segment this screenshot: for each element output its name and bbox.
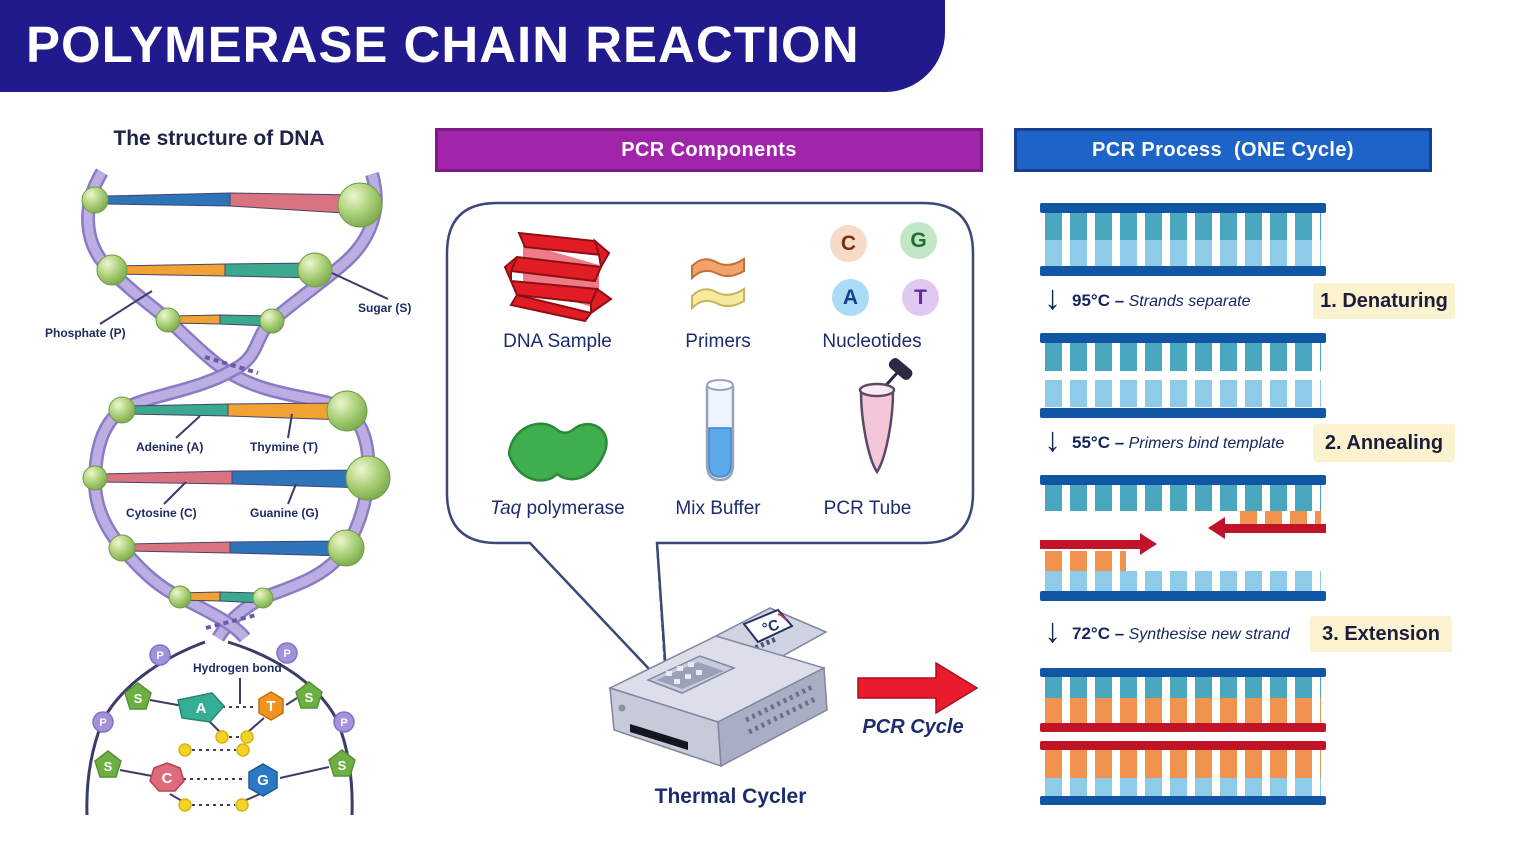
forward-primer-arrow [1140,533,1157,555]
dna-helix-illustration: P P P P S S [81,168,391,816]
mix-buffer-label: Mix Buffer [675,498,761,519]
step3-caption: 72°C – Synthesise new strand [1072,624,1290,643]
svg-text:P: P [283,648,290,660]
taq-polymerase-icon [507,422,608,482]
taq-polymerase-label: Taq polymerase [490,498,625,519]
dna-extension-duplex-b [1040,741,1326,805]
down-arrow-icon: ↓ [1044,612,1061,650]
guanine-label: Guanine (G) [250,506,319,520]
svg-text:S: S [104,759,113,774]
dna-extension-duplex-a [1040,668,1326,732]
primers-icon [691,257,745,311]
components-header: PCR Components [435,128,983,172]
hydrogen-bond-dots [178,730,254,812]
primers-label: Primers [685,331,751,352]
svg-text:C: C [162,770,173,787]
svg-text:S: S [134,691,143,706]
pcr-cycle-label: PCR Cycle [862,716,964,738]
sugar-icon: S S S S [94,681,356,778]
svg-text:S: S [305,690,314,705]
svg-text:P: P [156,650,163,662]
phosphate-icon: P P P P [92,642,355,733]
nucleotides-label: Nucleotides [822,331,922,352]
dna-sample-label: DNA Sample [503,331,612,352]
svg-text:S: S [338,758,347,773]
sugar-label: Sugar (S) [358,301,412,315]
step2-badge: 2. Annealing [1313,424,1455,462]
forward-primer [1045,551,1126,571]
hydrogen-bond-label: Hydrogen bond [193,661,282,675]
svg-text:T: T [266,698,275,715]
down-arrow-icon: ↓ [1044,279,1061,317]
svg-text:A: A [196,700,207,717]
dna-duplex-start [1040,203,1326,276]
nucleotide-g-chip: G [900,222,937,259]
svg-text:G: G [257,772,269,789]
svg-text:P: P [99,717,106,729]
svg-text:P: P [340,717,347,729]
adenine-label: Adenine (A) [136,440,204,454]
step1-caption: 95°C – Strands separate [1072,291,1251,310]
down-arrow-icon: ↓ [1044,421,1061,459]
dna-ladder-zoom: P P P P S S [85,640,356,816]
phosphate-label: Phosphate (P) [45,326,126,340]
thymine-label: Thymine (T) [250,440,318,454]
step2-caption: 55°C – Primers bind template [1072,433,1285,452]
base-shapes: A T C G [149,691,284,797]
dna-sample-icon [503,231,613,323]
svg-text:°C: °C [760,616,781,637]
pcr-tube-icon [858,358,913,475]
page-title: POLYMERASE CHAIN REACTION [0,0,945,92]
nucleotide-t-chip: T [902,279,939,316]
step3-badge: 3. Extension [1310,616,1452,652]
nucleotide-a-chip: A [832,279,869,316]
thermal-cycler-icon: °C [607,607,828,768]
label-pointer-lines [99,272,389,704]
pcr-cycle-arrow-icon [857,661,979,715]
backbone-spheres [81,182,391,609]
reverse-primer-arrow [1208,517,1225,539]
cytosine-label: Cytosine (C) [126,506,197,520]
pcr-tube-label: PCR Tube [823,498,912,519]
thermal-cycler-label: Thermal Cycler [654,785,807,808]
dna-annealing-diagram [1040,475,1326,601]
nucleotide-c-chip: C [830,225,867,262]
dna-structure-title: The structure of DNA [113,127,325,150]
tube-to-cycler-line [656,544,667,685]
base-pair-rungs [99,192,369,604]
dna-denatured-strands [1040,333,1326,418]
process-header: PCR Process (ONE Cycle) [1014,128,1432,172]
step1-badge: 1. Denaturing [1313,283,1455,319]
mix-buffer-icon [705,379,735,482]
